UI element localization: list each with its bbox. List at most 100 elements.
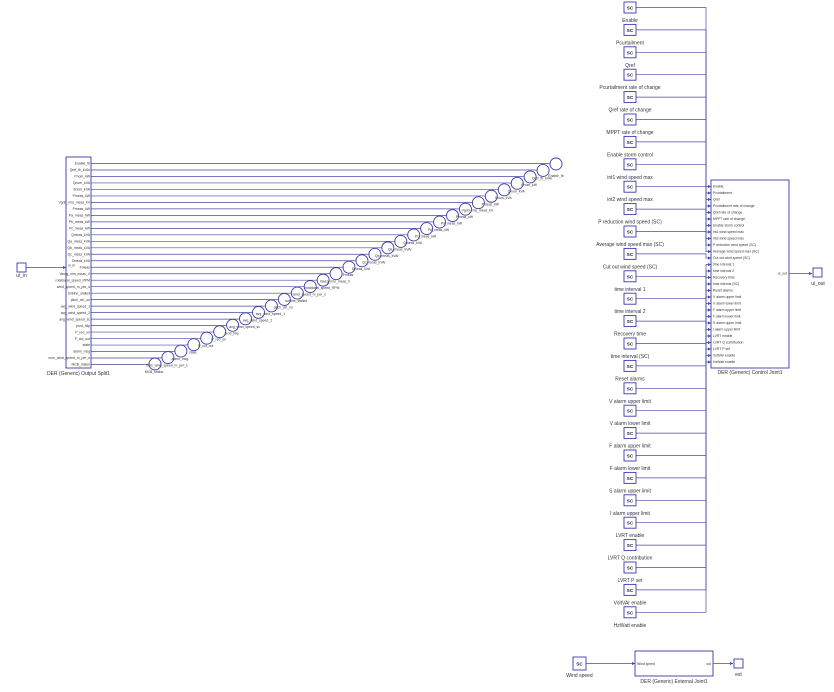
terminal-label: P_cut_out — [198, 344, 213, 348]
ui-out-terminal[interactable] — [813, 268, 822, 277]
sc-source-label: SC — [627, 543, 634, 548]
sc-source-label: SC — [627, 252, 634, 257]
sc-source-name: Qref rate of change — [608, 108, 651, 114]
output-port-label: avg_wind_speed_sc — [59, 317, 90, 321]
output-port-label: Qc_meas_kVA — [68, 252, 91, 256]
joint-input-arrow — [708, 250, 711, 253]
sc-source-label: SC — [627, 319, 634, 324]
sc-source-name: LVRT enable — [616, 533, 645, 539]
joint-input-label: V alarm upper limit — [713, 295, 741, 299]
output-port-label: Qb_meas_kVA — [67, 246, 90, 250]
output-port-label: Pb_meas_kW — [69, 220, 91, 224]
sc-source-name: Average wind speed max (SC) — [596, 242, 664, 248]
output-terminal[interactable] — [550, 158, 562, 170]
terminal-label: Pc_meas_kW — [415, 235, 437, 239]
output-port-label: turbine_stalled — [68, 291, 90, 295]
joint-input-arrow — [708, 198, 711, 201]
wind-speed-sc-label: SC — [576, 662, 583, 667]
joint-input-label: int1 wind speed max — [713, 230, 744, 234]
joint-input-arrow — [708, 263, 711, 266]
joint-input-label: F alarm lower limit — [713, 315, 741, 319]
terminal-label: Snom_kVA — [495, 196, 512, 200]
terminal-label: pitch_ctrl_on — [274, 305, 293, 309]
joint-input-label: VoltVAr enable — [713, 354, 735, 358]
output-port-label: prod_hlip — [76, 324, 90, 328]
terminal-label: Pnom_kW — [521, 183, 537, 187]
joint-input-label: time interval (SC) — [713, 282, 739, 286]
sc-source-label: SC — [627, 73, 634, 78]
sc-source-name: LVRT Q contribution — [608, 556, 653, 562]
output-port-label: pitch_ctrl_on — [71, 298, 90, 302]
joint-input-arrow — [708, 256, 711, 259]
joint-input-arrow — [708, 360, 711, 363]
output-port-label: MCB_status — [72, 363, 91, 367]
sc-source-label: SC — [627, 185, 634, 190]
output-port-label: state — [83, 343, 90, 347]
sc-source-name: Pcurtailment — [616, 40, 644, 46]
joint-input-label: Average wind speed max (SC) — [713, 250, 759, 254]
sc-source-name: F alarm lower limit — [610, 466, 651, 472]
joint-input-arrow — [708, 334, 711, 337]
joint-input-arrow — [708, 224, 711, 227]
output-port-label: P_cut_out — [75, 337, 90, 341]
joint-input-label: MPPT rate of change — [713, 217, 745, 221]
sc-to-joint-wire — [636, 254, 711, 258]
sc-to-joint-wire — [636, 284, 711, 344]
external-joint-input-port: Wind speed — [637, 662, 655, 666]
sc-source-label: SC — [627, 588, 634, 593]
output-port-label: Qref_fb_kVAr — [70, 168, 91, 172]
sc-to-joint-wire — [636, 209, 711, 245]
terminal-label: Pmeas_kW — [456, 215, 474, 219]
ui-in-terminal[interactable] — [17, 263, 26, 272]
output-terminal[interactable] — [537, 164, 549, 176]
joint-input-arrow — [708, 321, 711, 324]
joint-input-label: LVRT enable — [713, 334, 733, 338]
joint-input-arrow — [708, 354, 711, 357]
joint-input-arrow — [708, 185, 711, 188]
sc-source-label: SC — [627, 230, 634, 235]
terminal-label: Qmeas_kVA — [403, 241, 423, 245]
output-port-label: Smeas_kVA — [72, 259, 91, 263]
terminal-label: state — [189, 351, 196, 355]
output-port-label: Pnom_kW — [74, 175, 90, 179]
sc-source-name: time interval (SC) — [611, 354, 650, 360]
sc-source-label: SC — [627, 364, 634, 369]
output-terminal[interactable] — [175, 345, 187, 357]
joint-input-arrow — [708, 276, 711, 279]
joint-input-arrow — [708, 230, 711, 233]
sc-source-name: LVRT P set — [618, 578, 644, 584]
terminal-label: prod_hlip — [225, 331, 239, 335]
terminal-label: Qc_meas_kVAr — [362, 260, 386, 264]
joint-input-arrow — [708, 191, 711, 194]
sc-source-label: SC — [627, 118, 634, 123]
sc-source-label: SC — [627, 6, 634, 11]
terminal-label: avg_wind_speed_1 — [256, 312, 285, 316]
sc-source-name: F alarm upper limit — [609, 444, 651, 450]
terminal-label: Fmeas — [343, 273, 354, 277]
external-joint-output-port: out — [706, 662, 711, 666]
output-port-label: Pc_meas_kW — [69, 227, 91, 231]
output-terminal[interactable] — [330, 268, 342, 280]
sc-source-name: Enable storm control — [607, 152, 653, 158]
output-port-label: Pmeas_kW — [73, 194, 91, 198]
output-split-input-port: ui_in — [68, 264, 75, 268]
sc-source-name: V alarm lower limit — [610, 421, 651, 427]
joint-input-label: int2 wind speed max — [713, 237, 744, 241]
terminal-label: rotational_speed_RPM — [305, 286, 340, 290]
output-port-label: Enable_fb — [75, 162, 90, 166]
terminal-label: Pmeas_kW — [482, 202, 500, 206]
sc-to-joint-wire — [636, 75, 711, 206]
output-port-label: nom_wind_speed_m_per_s — [48, 356, 90, 360]
sc-source-label: SC — [627, 95, 634, 100]
joint-input-label: Qref rate of change — [713, 211, 742, 215]
output-port-label: Fmeas — [80, 265, 91, 269]
ext-terminal[interactable] — [734, 659, 743, 668]
sc-source-name: Reset alarms — [615, 376, 645, 382]
wind-speed-arrow — [632, 662, 635, 665]
terminal-label: nom_wind_speed_m_per_s — [146, 364, 188, 368]
joint-input-label: Pcurtailment — [713, 191, 732, 195]
output-split-title: DER (Generic) Output Split1 — [47, 371, 110, 377]
sc-source-label: SC — [627, 162, 634, 167]
sc-to-joint-wire — [636, 271, 711, 299]
sc-to-joint-wire — [636, 349, 711, 568]
